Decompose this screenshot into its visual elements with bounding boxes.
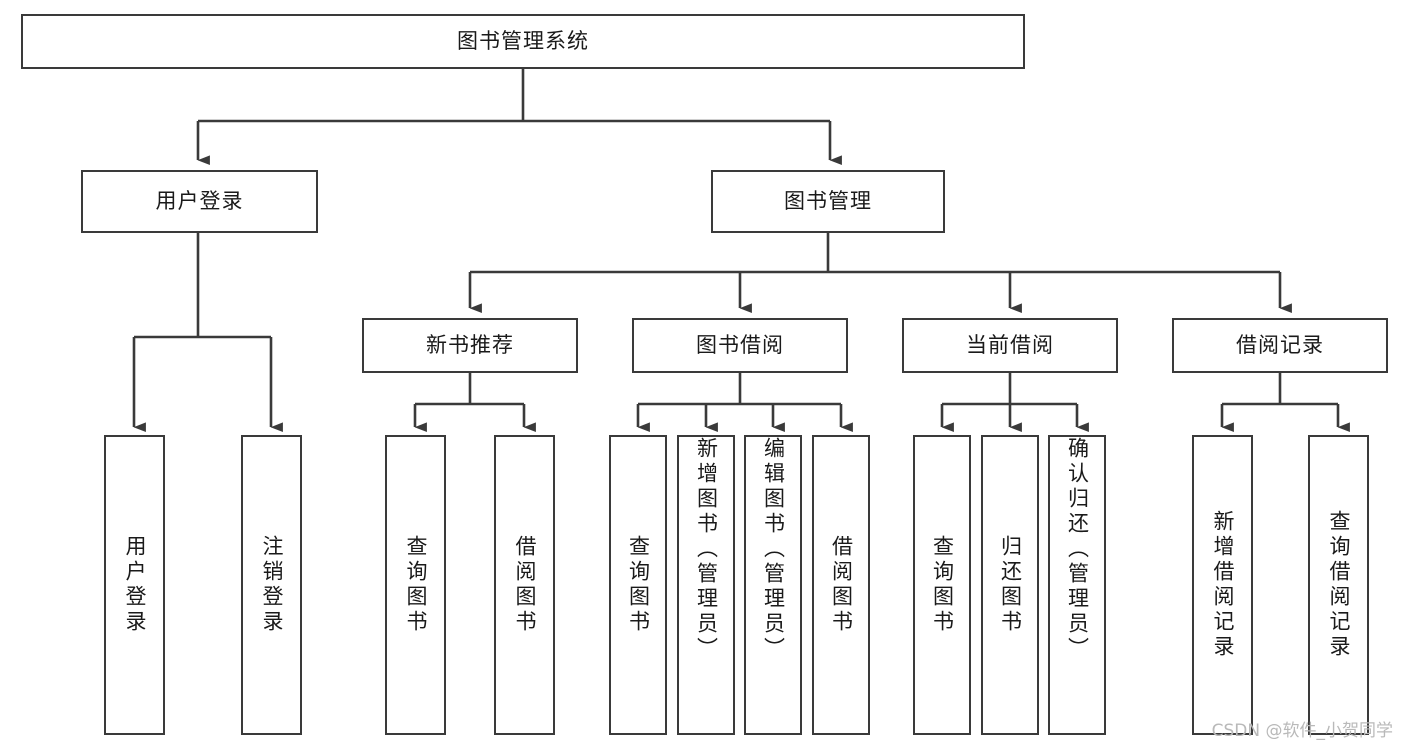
node-borrowing-record[interactable]: 借阅记录	[1172, 318, 1388, 373]
node-label: 查询借阅记录	[1327, 510, 1351, 660]
leaf-logout[interactable]: 注销登录	[241, 435, 302, 735]
leaf-query-book-current[interactable]: 查询图书	[913, 435, 971, 735]
node-book-management-system[interactable]: 图书管理系统	[21, 14, 1025, 69]
node-label: 归还图书	[998, 535, 1023, 635]
node-label: 查询图书	[404, 535, 428, 635]
leaf-add-book-admin[interactable]: 新增图书（管理员）	[677, 435, 735, 735]
leaf-add-borrow-record[interactable]: 新增借阅记录	[1192, 435, 1253, 735]
node-label: 当前借阅	[966, 332, 1054, 357]
node-book-management[interactable]: 图书管理	[711, 170, 945, 233]
node-label: 图书管理	[784, 188, 872, 213]
node-label: 借阅图书	[829, 535, 854, 635]
node-label: 查询图书	[930, 535, 955, 635]
node-label: 确认归还（管理员）	[1065, 437, 1090, 662]
node-label: 用户登录	[123, 535, 147, 635]
leaf-confirm-return-admin[interactable]: 确认归还（管理员）	[1048, 435, 1106, 735]
node-label: 编辑图书（管理员）	[761, 437, 786, 662]
node-label: 新书推荐	[426, 332, 514, 357]
node-label: 新增借阅记录	[1211, 510, 1235, 660]
leaf-borrow-book-new-recommend[interactable]: 借阅图书	[494, 435, 555, 735]
node-label: 用户登录	[155, 188, 244, 213]
node-book-borrowing[interactable]: 图书借阅	[632, 318, 848, 373]
leaf-query-book-borrow[interactable]: 查询图书	[609, 435, 667, 735]
leaf-user-login[interactable]: 用户登录	[104, 435, 165, 735]
node-label: 借阅记录	[1236, 332, 1324, 357]
node-new-book-recommendation[interactable]: 新书推荐	[362, 318, 578, 373]
leaf-edit-book-admin[interactable]: 编辑图书（管理员）	[744, 435, 802, 735]
node-label: 注销登录	[260, 535, 284, 635]
leaf-return-book[interactable]: 归还图书	[981, 435, 1039, 735]
leaf-borrow-book[interactable]: 借阅图书	[812, 435, 870, 735]
node-label: 查询图书	[626, 535, 651, 635]
node-label: 图书借阅	[696, 332, 784, 357]
node-user-login[interactable]: 用户登录	[81, 170, 318, 233]
node-label: 借阅图书	[513, 535, 537, 635]
leaf-query-borrow-record[interactable]: 查询借阅记录	[1308, 435, 1369, 735]
csdn-watermark: CSDN @软件_小贺同学	[1211, 721, 1393, 741]
node-label: 新增图书（管理员）	[694, 437, 719, 662]
node-label: 图书管理系统	[457, 28, 589, 53]
node-current-borrowing[interactable]: 当前借阅	[902, 318, 1118, 373]
leaf-query-book-new-recommend[interactable]: 查询图书	[385, 435, 446, 735]
